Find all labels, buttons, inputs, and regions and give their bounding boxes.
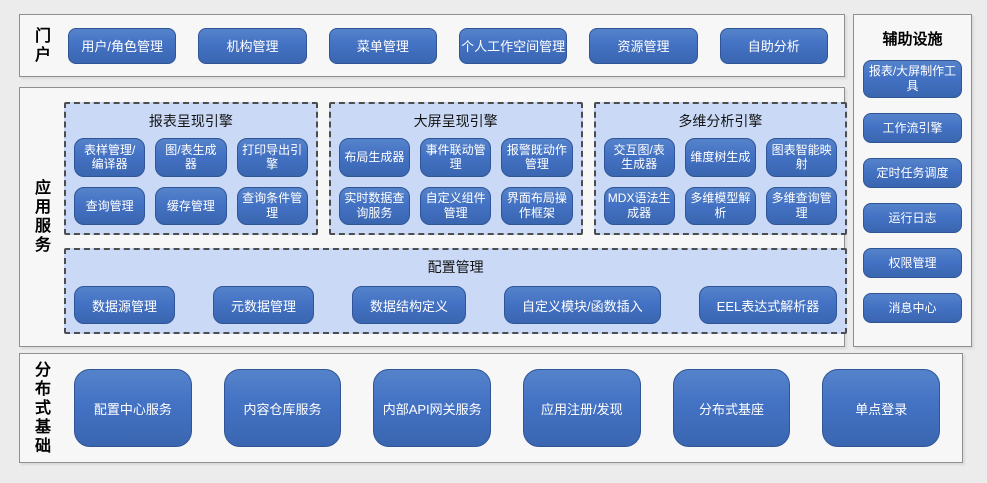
distributed-foundation-section: 分布式基础 配置中心服务内容仓库服务内部API网关服务应用注册/发现分布式基座单… — [19, 353, 963, 463]
olap-engine-group: 多维分析引擎 交互图/表生成器维度树生成图表智能映射 MDX语法生成器多维模型解析… — [593, 102, 848, 235]
portal-button[interactable]: 资源管理 — [589, 27, 698, 64]
config-management-group: 配置管理 数据源管理元数据管理数据结构定义自定义模块/函数插入 EEL表达式解析器 — [64, 248, 848, 334]
foundation-button[interactable]: 应用注册/发现 — [523, 369, 641, 447]
olap-engine-button[interactable]: 维度树生成 — [684, 138, 756, 177]
bigscreen-engine-button[interactable]: 自定义组件管理 — [420, 186, 492, 225]
portal-button[interactable]: 菜单管理 — [328, 27, 437, 64]
report-engine-button[interactable]: 查询条件管理 — [236, 186, 308, 225]
auxiliary-facilities-section: 辅助设施 报表/大屏制作工具工作流引擎定时任务调度运行日志权限管理消息中心 — [853, 14, 972, 347]
config-button[interactable]: 自定义模块/函数插入 — [504, 286, 661, 324]
olap-engine-grid: 交互图/表生成器维度树生成图表智能映射 MDX语法生成器多维模型解析多维查询管理 — [603, 138, 838, 225]
olap-engine-button[interactable]: MDX语法生成器 — [603, 186, 675, 225]
report-engine-button[interactable]: 查询管理 — [74, 186, 146, 225]
portal-button[interactable]: 个人工作空间管理 — [458, 27, 568, 64]
foundation-button[interactable]: 分布式基座 — [672, 369, 791, 447]
olap-engine-button[interactable]: 图表智能映射 — [766, 138, 838, 177]
app-services-content: 报表呈现引擎 表样管理/编译器图/表生成器打印导出引擎查询管理缓存管理查询条件管… — [64, 102, 848, 334]
foundation-button-row: 配置中心服务内容仓库服务内部API网关服务应用注册/发现分布式基座单点登录 — [74, 354, 941, 462]
distributed-foundation-label: 分布式基础 — [32, 360, 49, 456]
bigscreen-engine-button[interactable]: 布局生成器 — [338, 138, 410, 177]
olap-engine-button[interactable]: 交互图/表生成器 — [603, 138, 675, 177]
auxiliary-button[interactable]: 权限管理 — [863, 248, 962, 278]
bigscreen-engine-title: 大屏呈现引擎 — [413, 113, 498, 129]
report-engine-button[interactable]: 表样管理/编译器 — [74, 138, 146, 177]
config-button[interactable]: 数据结构定义 — [352, 286, 467, 324]
auxiliary-button[interactable]: 运行日志 — [863, 203, 962, 233]
bigscreen-engine-group: 大屏呈现引擎 布局生成器事件联动管理报警既动作管理实时数据查询服务自定义组件管理… — [328, 102, 583, 235]
auxiliary-facilities-title: 辅助设施 — [882, 31, 943, 48]
config-button[interactable]: EEL表达式解析器 — [698, 286, 838, 324]
olap-engine-button[interactable]: 多维模型解析 — [684, 186, 756, 225]
bigscreen-engine-button[interactable]: 报警既动作管理 — [501, 138, 573, 177]
config-management-title: 配置管理 — [427, 259, 484, 275]
bigscreen-engine-button[interactable]: 界面布局操作框架 — [501, 186, 573, 225]
portal-section-label: 门户 — [32, 26, 49, 65]
olap-engine-button[interactable]: 多维查询管理 — [766, 186, 838, 225]
engine-groups-row: 报表呈现引擎 表样管理/编译器图/表生成器打印导出引擎查询管理缓存管理查询条件管… — [64, 102, 848, 235]
portal-section: 门户 用户/角色管理机构管理菜单管理个人工作空间管理资源管理自助分析 — [19, 14, 845, 77]
portal-button[interactable]: 自助分析 — [719, 27, 828, 64]
foundation-button[interactable]: 单点登录 — [822, 369, 941, 447]
bigscreen-engine-button[interactable]: 实时数据查询服务 — [338, 186, 410, 225]
report-engine-button[interactable]: 打印导出引擎 — [236, 138, 308, 177]
foundation-button[interactable]: 配置中心服务 — [74, 369, 192, 447]
report-engine-group: 报表呈现引擎 表样管理/编译器图/表生成器打印导出引擎查询管理缓存管理查询条件管… — [64, 102, 318, 235]
foundation-button[interactable]: 内容仓库服务 — [223, 369, 342, 447]
portal-button[interactable]: 用户/角色管理 — [68, 27, 177, 64]
report-engine-grid: 表样管理/编译器图/表生成器打印导出引擎查询管理缓存管理查询条件管理 — [74, 138, 308, 225]
portal-button[interactable]: 机构管理 — [198, 27, 307, 64]
foundation-button[interactable]: 内部API网关服务 — [373, 369, 492, 447]
bigscreen-engine-grid: 布局生成器事件联动管理报警既动作管理实时数据查询服务自定义组件管理界面布局操作框… — [338, 138, 573, 225]
config-button-row: 数据源管理元数据管理数据结构定义自定义模块/函数插入 EEL表达式解析器 — [74, 286, 838, 324]
auxiliary-button[interactable]: 工作流引擎 — [863, 113, 962, 143]
auxiliary-button[interactable]: 消息中心 — [863, 293, 962, 323]
portal-button-row: 用户/角色管理机构管理菜单管理个人工作空间管理资源管理自助分析 — [68, 15, 828, 76]
report-engine-title: 报表呈现引擎 — [148, 113, 233, 129]
bigscreen-engine-button[interactable]: 事件联动管理 — [420, 138, 492, 177]
app-services-section: 应用服务 报表呈现引擎 表样管理/编译器图/表生成器打印导出引擎查询管理缓存管理… — [19, 87, 848, 347]
config-button[interactable]: 数据源管理 — [74, 286, 176, 324]
config-button[interactable]: 元数据管理 — [213, 286, 315, 324]
app-services-section-label: 应用服务 — [32, 179, 49, 255]
auxiliary-button[interactable]: 报表/大屏制作工具 — [863, 60, 962, 98]
report-engine-button[interactable]: 图/表生成器 — [155, 138, 227, 177]
olap-engine-title: 多维分析引擎 — [678, 113, 763, 129]
auxiliary-button-column: 报表/大屏制作工具工作流引擎定时任务调度运行日志权限管理消息中心 — [863, 60, 962, 336]
report-engine-button[interactable]: 缓存管理 — [155, 186, 227, 225]
auxiliary-button[interactable]: 定时任务调度 — [863, 158, 962, 188]
